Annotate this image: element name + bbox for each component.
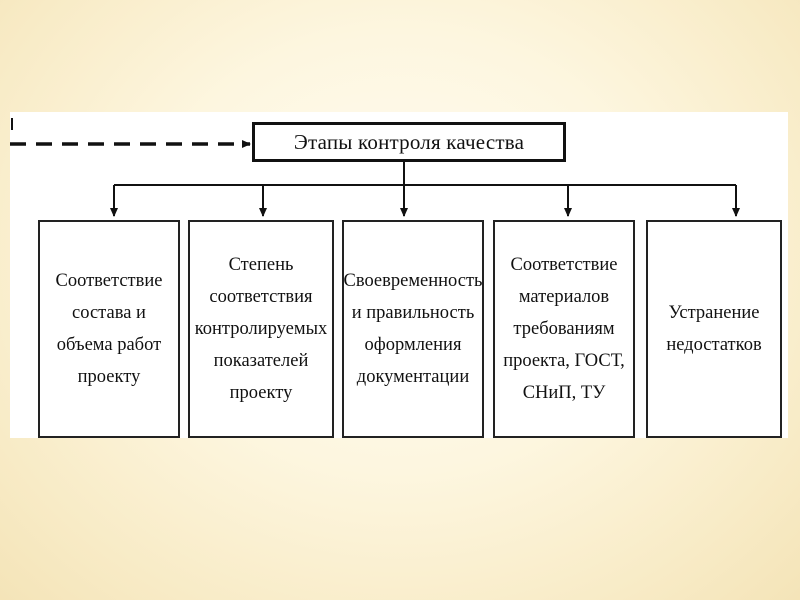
stage-box-3: Своевременность и правильность оформлени… — [342, 220, 484, 438]
stage-label-3: Своевременность и правильность оформлени… — [343, 271, 483, 387]
stage-box-5: Устранение недостатков — [646, 220, 782, 438]
diagram-panel: Этапы контроля качества Соответствие сос… — [10, 112, 788, 438]
connector-lines — [10, 118, 740, 217]
stage-label-1: Соответствие состава и объема работ прое… — [55, 271, 163, 387]
stage-label-5: Устранение недостатков — [666, 303, 762, 355]
stage-box-1: Соответствие состава и объема работ прое… — [38, 220, 180, 438]
stage-label-2: Степень соответствия контролируемых пока… — [194, 255, 328, 403]
stage-label-4: Соответствие материалов требованиям прое… — [503, 255, 625, 403]
diagram-title-box: Этапы контроля качества — [252, 122, 566, 162]
diagram-title: Этапы контроля качества — [293, 129, 525, 154]
stage-box-2: Степень соответствия контролируемых пока… — [188, 220, 334, 438]
stage-box-4: Соответствие материалов требованиям прое… — [493, 220, 635, 438]
